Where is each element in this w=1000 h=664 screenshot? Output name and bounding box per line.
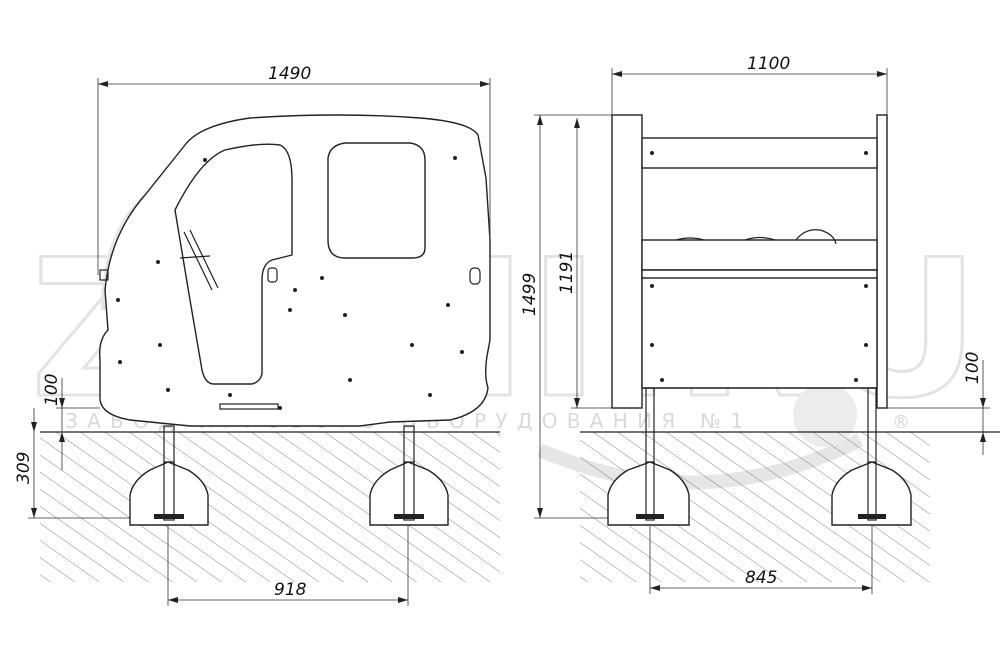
bottom-plate (219, 403, 279, 410)
side-panel-right (876, 114, 888, 409)
dim-side-post-spacing: 845 (745, 568, 777, 588)
car-body (98, 114, 491, 427)
window-opening (327, 142, 426, 259)
dim-front-depth: 309 (14, 452, 34, 484)
dim-total-height: 1499 (520, 273, 540, 316)
dim-body-height: 1191 (557, 251, 577, 294)
dim-front-base-height: 100 (42, 374, 62, 406)
footing-side-left (607, 461, 690, 526)
steering-wheel (179, 229, 219, 291)
top-rail (641, 137, 878, 169)
footing-side-right (831, 461, 912, 526)
front-view (98, 114, 491, 526)
seat-back (641, 239, 878, 271)
bolt-marks-front (116, 156, 464, 410)
side-view (607, 114, 912, 526)
watermark-registered: ® (892, 412, 910, 433)
front-tip (99, 269, 109, 281)
side-panel-left (611, 114, 643, 409)
steering-wheel-side (795, 229, 837, 245)
dim-front-post-spacing: 918 (274, 580, 307, 600)
body-panel (641, 277, 878, 389)
side-handle (267, 267, 278, 283)
dimension-lines (28, 68, 990, 606)
dim-side-base-height: 100 (963, 352, 983, 384)
footing-right (369, 461, 449, 526)
watermark-ball (793, 383, 857, 447)
bolt-marks-side (650, 151, 868, 382)
footing-left (129, 461, 209, 526)
rear-handle (469, 267, 481, 285)
dim-front-width: 1490 (268, 64, 311, 84)
dim-side-width: 1100 (747, 54, 790, 74)
door-opening (174, 143, 293, 385)
